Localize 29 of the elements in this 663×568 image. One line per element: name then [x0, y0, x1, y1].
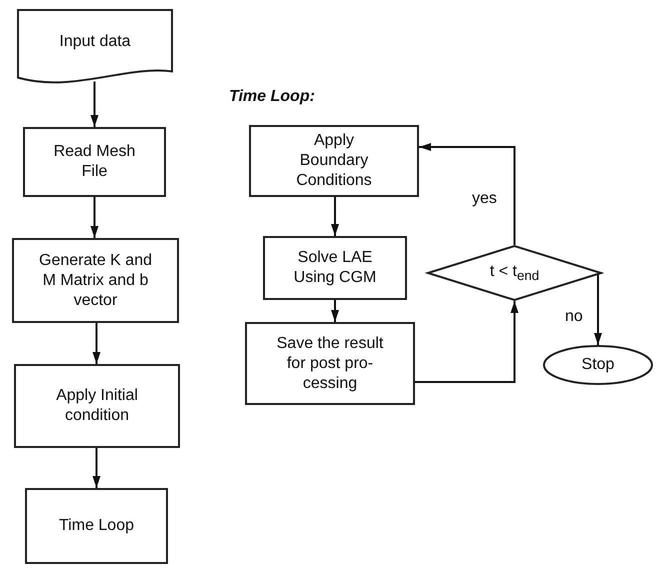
section-heading: Time Loop:	[229, 88, 315, 106]
arrow	[90, 82, 98, 127]
node-text: Solve LAE Using CGM	[292, 248, 378, 288]
arrow	[92, 323, 100, 364]
terminal-ellipse	[543, 345, 653, 385]
process-box	[14, 364, 180, 448]
arrow	[331, 300, 339, 322]
process-box	[249, 125, 419, 197]
process-box	[245, 322, 415, 405]
node-text: Time Loop	[59, 516, 134, 536]
process-box	[23, 127, 166, 197]
node-text: Input data	[59, 32, 131, 52]
arrow	[419, 143, 516, 245]
decision-diamond	[427, 245, 602, 301]
arrow	[90, 197, 98, 238]
arrow	[415, 301, 518, 383]
process-box	[12, 238, 179, 323]
process-box	[263, 236, 407, 300]
node-text: Generate K and M Matrix and b vector	[38, 250, 153, 310]
node-text: Save the result for post pro- cessing	[276, 334, 384, 394]
arrow	[594, 272, 602, 345]
arrow	[331, 197, 339, 236]
node-text: Apply Initial condition	[55, 386, 139, 426]
arrow	[92, 448, 100, 488]
condition-text: t < t$_{end}$	[490, 262, 540, 284]
node-text: Apply Boundary Conditions	[295, 131, 373, 191]
node-text: Stop	[582, 355, 614, 375]
node-text: Read Mesh File	[52, 142, 136, 182]
process-box	[25, 488, 168, 564]
